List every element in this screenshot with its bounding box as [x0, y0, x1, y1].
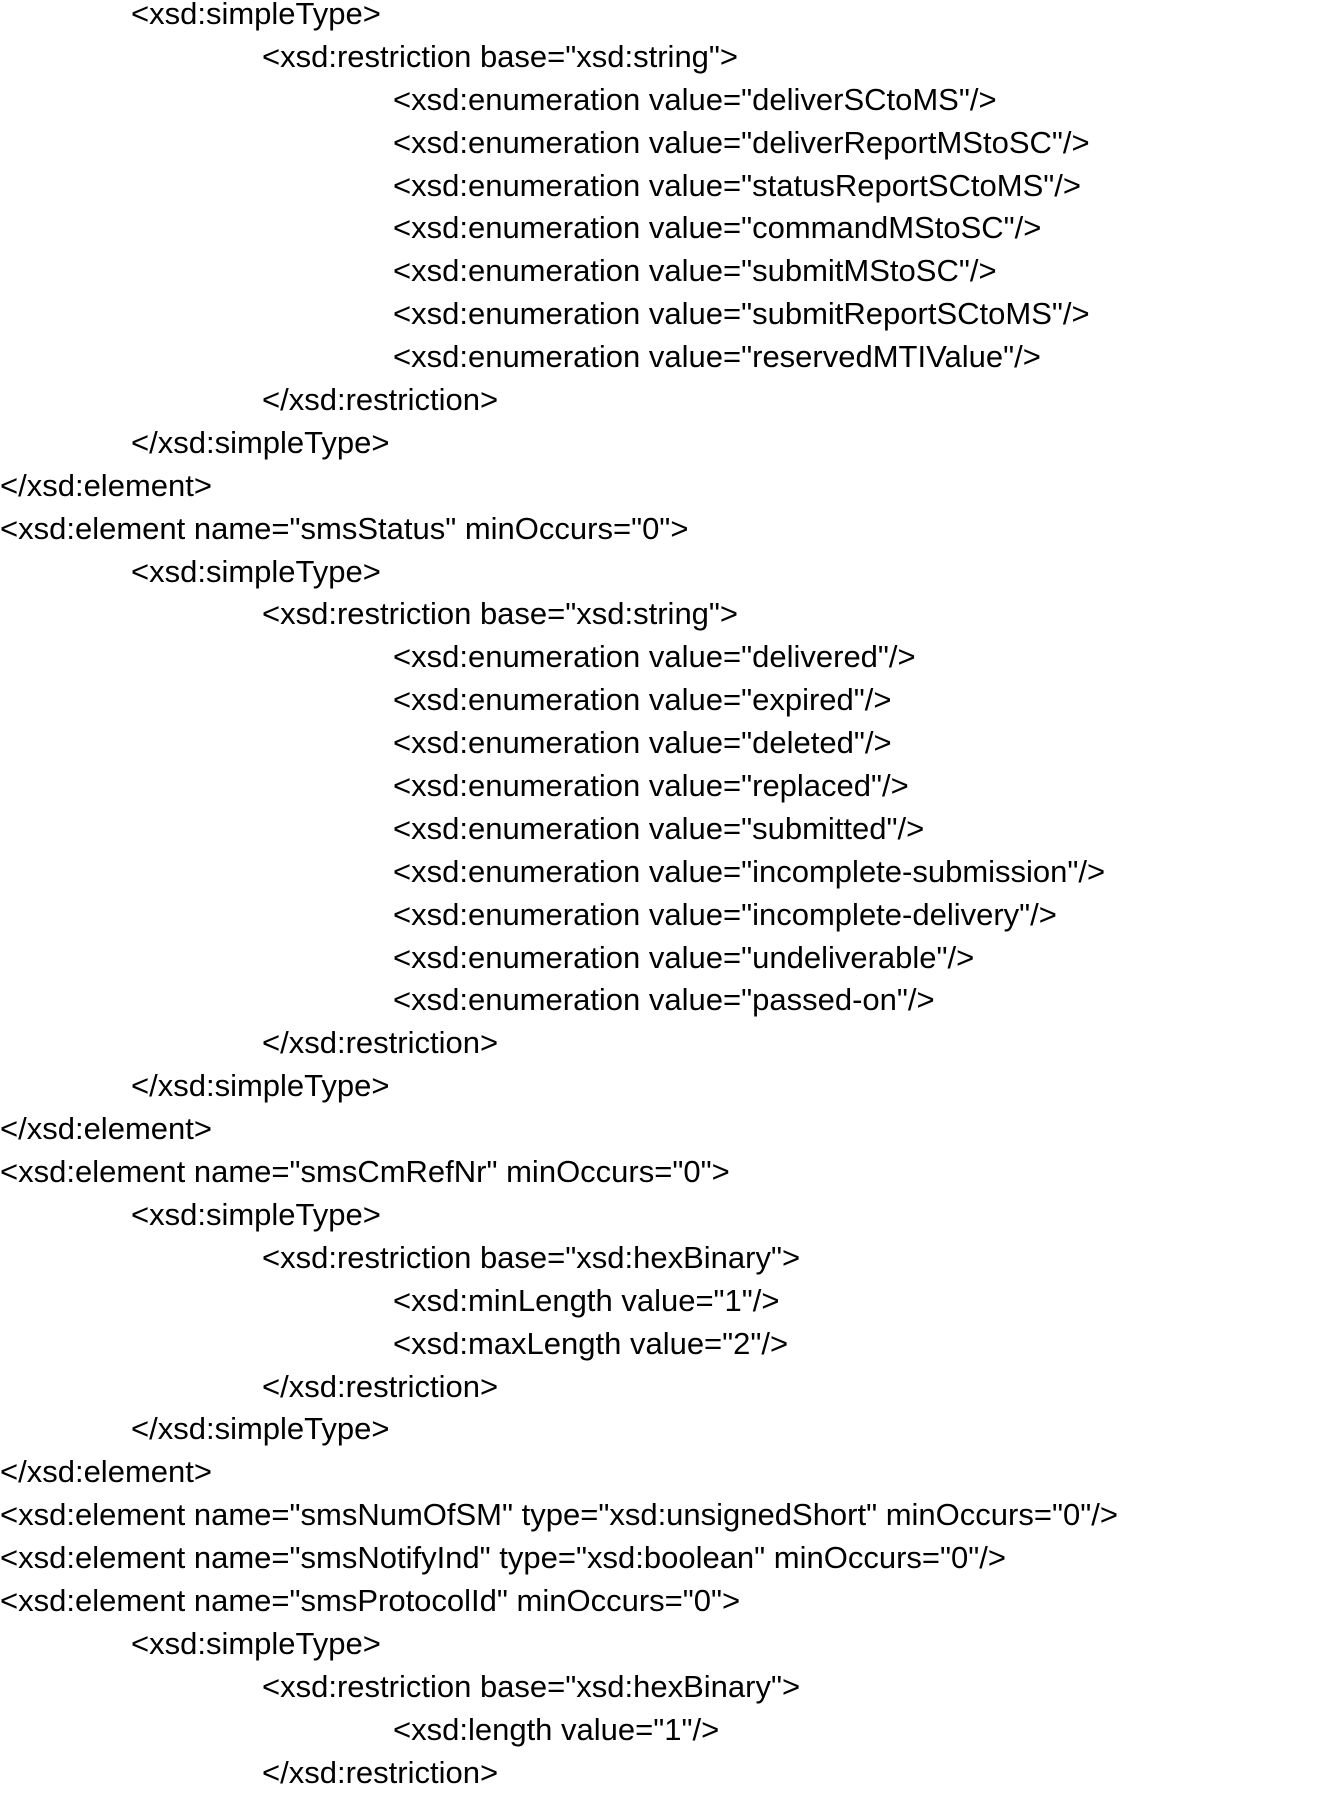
code-line: </xsd:restriction> [262, 1025, 499, 1061]
code-line: </xsd:element> [0, 1111, 212, 1147]
code-line: <xsd:element name="smsNumOfSM" type="xsd… [0, 1497, 1118, 1533]
code-line: <xsd:element name="smsCmRefNr" minOccurs… [0, 1154, 730, 1190]
code-line: <xsd:enumeration value="submitReportSCto… [393, 296, 1090, 332]
code-line: <xsd:restriction base="xsd:string"> [262, 38, 739, 74]
code-line: </xsd:simpleType> [131, 1068, 390, 1104]
code-line: <xsd:enumeration value="incomplete-deliv… [393, 896, 1057, 932]
code-line: <xsd:simpleType> [131, 1625, 381, 1661]
code-line: <xsd:restriction base="xsd:string"> [262, 596, 739, 632]
code-line: <xsd:length value="1"/> [393, 1711, 720, 1747]
code-line: </xsd:element> [0, 467, 212, 503]
code-line: <xsd:enumeration value="deliverSCtoMS"/> [393, 81, 997, 117]
code-line: <xsd:enumeration value="passed-on"/> [393, 982, 935, 1018]
code-line: <xsd:enumeration value="undeliverable"/> [393, 939, 975, 975]
code-line: <xsd:enumeration value="expired"/> [393, 682, 892, 718]
code-line: <xsd:enumeration value="statusReportSCto… [393, 167, 1082, 203]
code-line: <xsd:enumeration value="submitMStoSC"/> [393, 253, 997, 289]
code-line: <xsd:enumeration value="reservedMTIValue… [393, 339, 1041, 375]
code-line: <xsd:element name="smsNotifyInd" type="x… [0, 1540, 1006, 1576]
code-line: <xsd:minLength value="1"/> [393, 1282, 780, 1318]
code-line: <xsd:element name="smsStatus" minOccurs=… [0, 510, 689, 546]
code-line: <xsd:restriction base="xsd:hexBinary"> [262, 1239, 801, 1275]
code-line: <xsd:enumeration value="commandMStoSC"/> [393, 210, 1042, 246]
code-line: </xsd:restriction> [262, 1754, 499, 1790]
code-line: <xsd:restriction base="xsd:hexBinary"> [262, 1668, 801, 1704]
code-line: <xsd:enumeration value="deleted"/> [393, 725, 892, 761]
code-line: </xsd:restriction> [262, 1368, 499, 1404]
code-line: </xsd:simpleType> [131, 1411, 390, 1447]
code-line: <xsd:simpleType> [131, 1196, 381, 1232]
code-line: <xsd:simpleType> [131, 553, 381, 589]
code-line: <xsd:element name="smsProtocolId" minOcc… [0, 1582, 741, 1618]
code-line: <xsd:enumeration value="deliverReportMSt… [393, 124, 1090, 160]
code-line: <xsd:enumeration value="incomplete-submi… [393, 853, 1106, 889]
code-line: <xsd:simpleType> [131, 0, 381, 31]
code-line: </xsd:simpleType> [131, 424, 390, 460]
code-line: <xsd:enumeration value="submitted"/> [393, 810, 925, 846]
code-line: </xsd:restriction> [262, 382, 499, 418]
code-line: </xsd:element> [0, 1454, 212, 1490]
code-line: <xsd:maxLength value="2"/> [393, 1325, 789, 1361]
code-line: <xsd:enumeration value="delivered"/> [393, 639, 916, 675]
xsd-code-listing: <xsd:simpleType> <xsd:restriction base="x… [0, 0, 1118, 1790]
code-line: <xsd:enumeration value="replaced"/> [393, 768, 909, 804]
